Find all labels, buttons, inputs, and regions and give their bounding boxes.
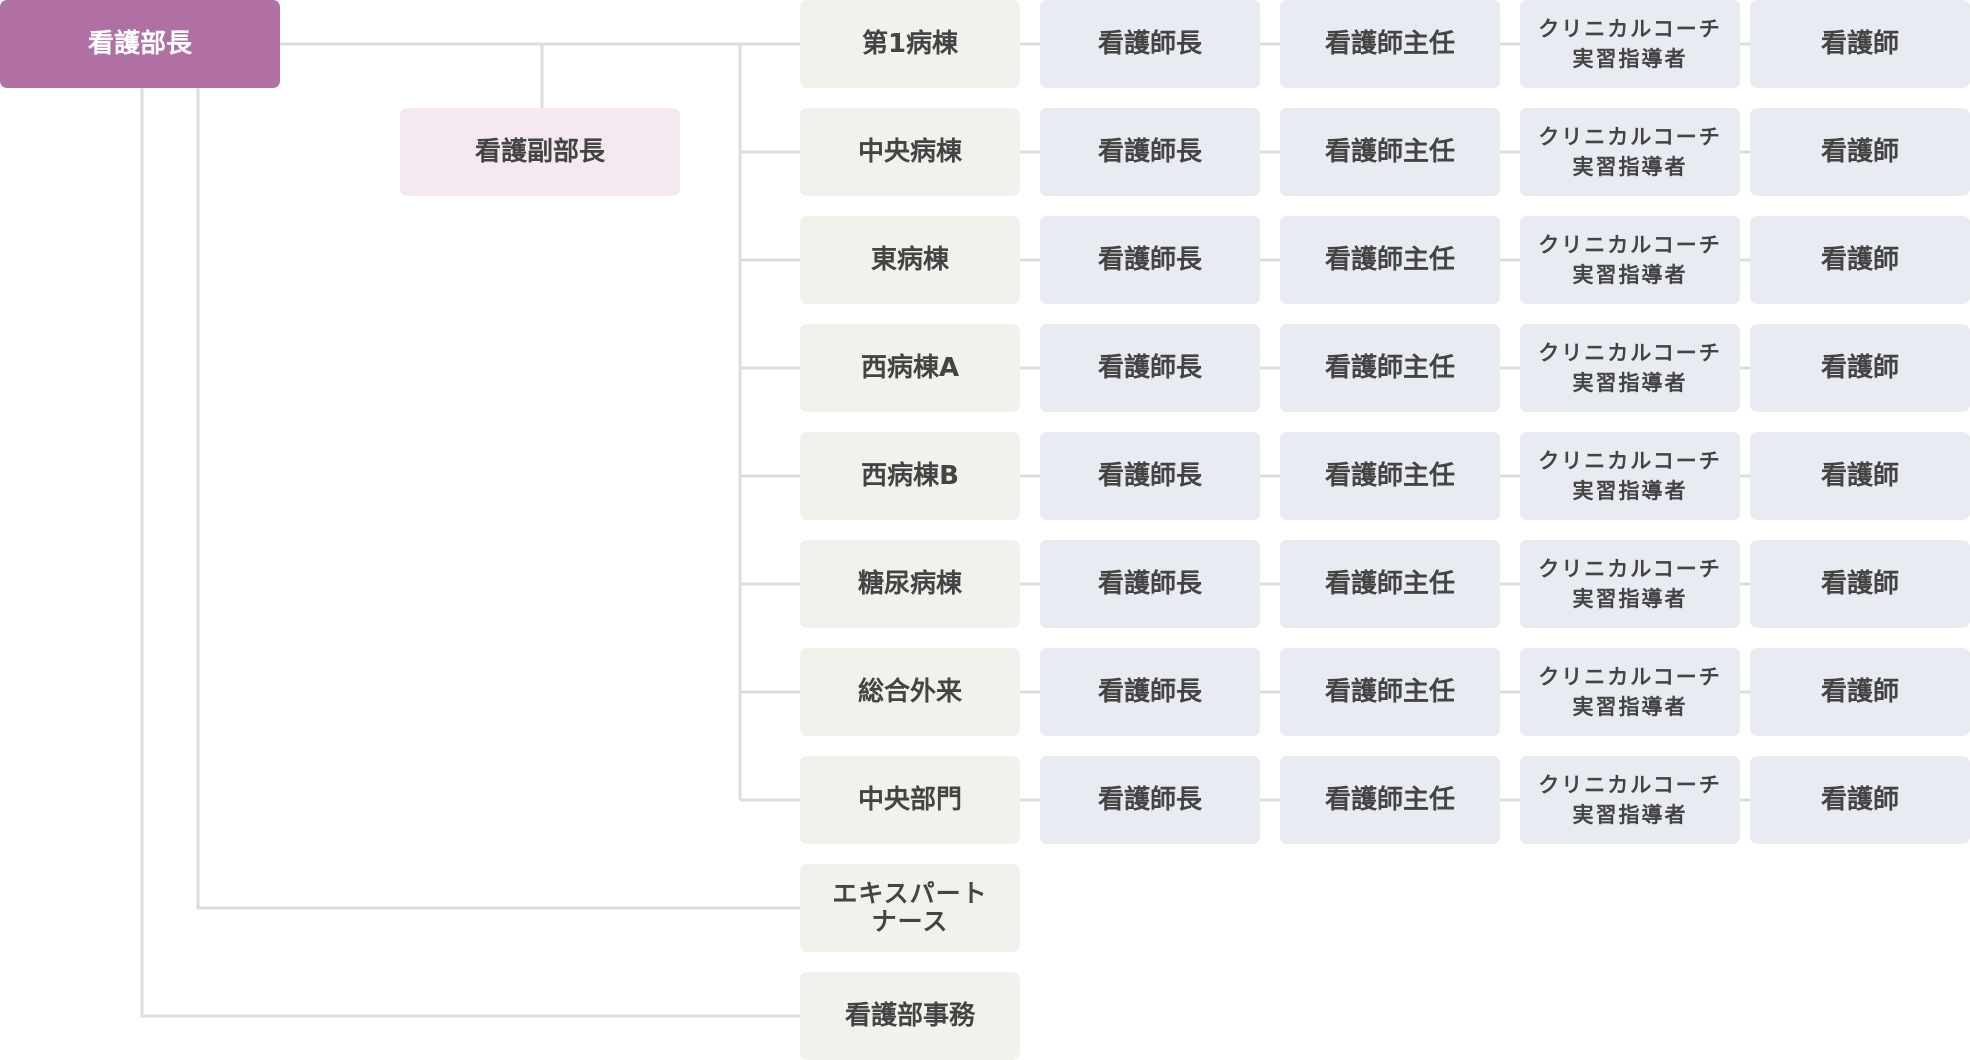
training-instructor-label: 実習指導者 xyxy=(1572,371,1688,395)
clinical-coach-label: クリニカルコーチ xyxy=(1538,16,1722,41)
nurse-box: 看護師 xyxy=(1750,432,1970,520)
nurse-box: 看護師 xyxy=(1750,540,1970,628)
clinical-coach-box: クリニカルコーチ 実習指導者 xyxy=(1520,648,1740,736)
deputy-director-box: 看護副部長 xyxy=(400,108,680,196)
head-nurse-box: 看護師長 xyxy=(1040,540,1260,628)
nurse-box: 看護師 xyxy=(1750,756,1970,844)
nurse-label: 看護師 xyxy=(1820,136,1899,167)
clinical-coach-label: クリニカルコーチ xyxy=(1538,664,1722,689)
head-nurse-label: 看護師長 xyxy=(1097,28,1202,59)
head-nurse-box: 看護師長 xyxy=(1040,756,1260,844)
department-label: 総合外来 xyxy=(857,676,962,707)
head-nurse-box: 看護師長 xyxy=(1040,324,1260,412)
chief-nurse-label: 看護師主任 xyxy=(1324,676,1455,707)
expert-nurse-label-line1: エキスパート xyxy=(832,879,988,908)
nurse-label: 看護師 xyxy=(1820,784,1899,815)
department-label: 中央病棟 xyxy=(857,136,962,167)
nursing-office-box: 看護部事務 xyxy=(800,972,1020,1060)
head-nurse-box: 看護師長 xyxy=(1040,648,1260,736)
training-instructor-label: 実習指導者 xyxy=(1572,695,1688,719)
clinical-coach-box: クリニカルコーチ 実習指導者 xyxy=(1520,756,1740,844)
clinical-coach-box: クリニカルコーチ 実習指導者 xyxy=(1520,540,1740,628)
chief-nurse-box: 看護師主任 xyxy=(1280,108,1500,196)
head-nurse-label: 看護師長 xyxy=(1097,352,1202,383)
training-instructor-label: 実習指導者 xyxy=(1572,803,1688,827)
nurse-label: 看護師 xyxy=(1820,244,1899,275)
department-label: 糖尿病棟 xyxy=(857,568,962,599)
training-instructor-label: 実習指導者 xyxy=(1572,155,1688,179)
nurse-box: 看護師 xyxy=(1750,0,1970,88)
clinical-coach-label: クリニカルコーチ xyxy=(1538,556,1722,581)
nurse-label: 看護師 xyxy=(1820,568,1899,599)
clinical-coach-label: クリニカルコーチ xyxy=(1538,772,1722,797)
clinical-coach-label: クリニカルコーチ xyxy=(1538,124,1722,149)
chief-nurse-label: 看護師主任 xyxy=(1324,244,1455,275)
chief-nurse-label: 看護師主任 xyxy=(1324,136,1455,167)
department-box: 糖尿病棟 xyxy=(800,540,1020,628)
department-box: 第1病棟 xyxy=(800,0,1020,88)
chief-nurse-label: 看護師主任 xyxy=(1324,352,1455,383)
nurse-box: 看護師 xyxy=(1750,324,1970,412)
clinical-coach-label: クリニカルコーチ xyxy=(1538,340,1722,365)
clinical-coach-box: クリニカルコーチ 実習指導者 xyxy=(1520,324,1740,412)
chief-nurse-label: 看護師主任 xyxy=(1324,460,1455,491)
chief-nurse-label: 看護師主任 xyxy=(1324,784,1455,815)
department-label: 東病棟 xyxy=(870,244,949,275)
nurse-box: 看護師 xyxy=(1750,216,1970,304)
nurse-label: 看護師 xyxy=(1820,352,1899,383)
deputy-director-label: 看護副部長 xyxy=(474,136,605,167)
department-box: 東病棟 xyxy=(800,216,1020,304)
nurse-label: 看護師 xyxy=(1820,28,1899,59)
clinical-coach-label: クリニカルコーチ xyxy=(1538,232,1722,257)
head-nurse-label: 看護師長 xyxy=(1097,676,1202,707)
department-box: 中央病棟 xyxy=(800,108,1020,196)
department-label: 西病棟B xyxy=(861,460,959,491)
head-nurse-box: 看護師長 xyxy=(1040,108,1260,196)
department-box: 総合外来 xyxy=(800,648,1020,736)
nursing-director-label: 看護部長 xyxy=(87,28,192,59)
chief-nurse-label: 看護師主任 xyxy=(1324,568,1455,599)
training-instructor-label: 実習指導者 xyxy=(1572,587,1688,611)
chief-nurse-box: 看護師主任 xyxy=(1280,216,1500,304)
department-box: 中央部門 xyxy=(800,756,1020,844)
department-box: 西病棟A xyxy=(800,324,1020,412)
head-nurse-box: 看護師長 xyxy=(1040,216,1260,304)
head-nurse-label: 看護師長 xyxy=(1097,784,1202,815)
nurse-label: 看護師 xyxy=(1820,460,1899,491)
chief-nurse-label: 看護師主任 xyxy=(1324,28,1455,59)
chief-nurse-box: 看護師主任 xyxy=(1280,540,1500,628)
nursing-office-label: 看護部事務 xyxy=(844,1000,975,1031)
head-nurse-box: 看護師長 xyxy=(1040,432,1260,520)
clinical-coach-box: クリニカルコーチ 実習指導者 xyxy=(1520,0,1740,88)
clinical-coach-box: クリニカルコーチ 実習指導者 xyxy=(1520,108,1740,196)
department-box: 西病棟B xyxy=(800,432,1020,520)
head-nurse-label: 看護師長 xyxy=(1097,460,1202,491)
training-instructor-label: 実習指導者 xyxy=(1572,47,1688,71)
chief-nurse-box: 看護師主任 xyxy=(1280,324,1500,412)
expert-nurse-label-line2: ナース xyxy=(871,907,949,936)
nurse-label: 看護師 xyxy=(1820,676,1899,707)
head-nurse-label: 看護師長 xyxy=(1097,136,1202,167)
expert-nurse-box: エキスパート ナース xyxy=(800,864,1020,952)
chief-nurse-box: 看護師主任 xyxy=(1280,648,1500,736)
nurse-box: 看護師 xyxy=(1750,648,1970,736)
clinical-coach-label: クリニカルコーチ xyxy=(1538,448,1722,473)
clinical-coach-box: クリニカルコーチ 実習指導者 xyxy=(1520,216,1740,304)
chief-nurse-box: 看護師主任 xyxy=(1280,432,1500,520)
department-label: 中央部門 xyxy=(857,784,962,815)
chief-nurse-box: 看護師主任 xyxy=(1280,756,1500,844)
nurse-box: 看護師 xyxy=(1750,108,1970,196)
training-instructor-label: 実習指導者 xyxy=(1572,263,1688,287)
head-nurse-label: 看護師長 xyxy=(1097,568,1202,599)
chief-nurse-box: 看護師主任 xyxy=(1280,0,1500,88)
training-instructor-label: 実習指導者 xyxy=(1572,479,1688,503)
head-nurse-label: 看護師長 xyxy=(1097,244,1202,275)
department-label: 第1病棟 xyxy=(861,28,959,59)
head-nurse-box: 看護師長 xyxy=(1040,0,1260,88)
clinical-coach-box: クリニカルコーチ 実習指導者 xyxy=(1520,432,1740,520)
nursing-director-box: 看護部長 xyxy=(0,0,280,88)
department-label: 西病棟A xyxy=(860,352,960,383)
